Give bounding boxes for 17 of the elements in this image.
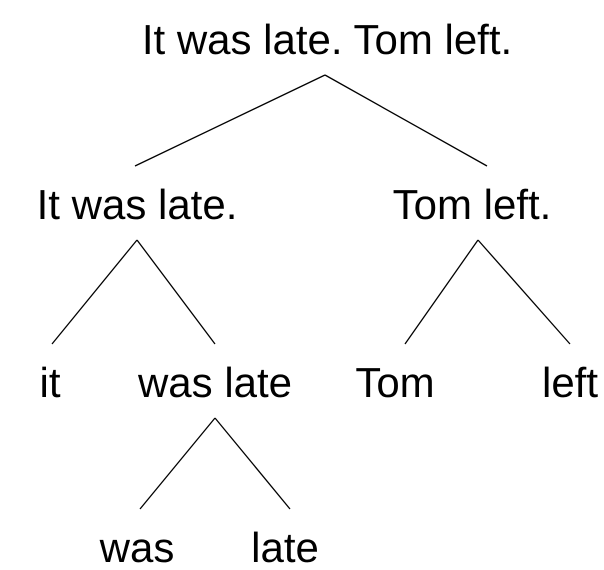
tree-label: It was late. Tom left. [142,16,512,63]
tree-label: Tom [355,359,435,406]
tree-label: was late [138,359,292,406]
tree-label: it [40,359,60,406]
tree-label: It was late. [36,181,238,228]
tree-label: left [542,359,598,406]
tree-branch-line [404,240,479,344]
tree-branch-line [136,240,216,344]
tree-branch-line [214,418,290,510]
tree-branch-line [324,74,488,167]
tree-branch-line [52,240,138,344]
tree-label: late [251,524,319,570]
tree-label: Tom left. [392,181,552,228]
tree-branch-line [140,418,216,510]
tree-branch-line [478,240,570,344]
tree-label: was [100,524,174,570]
tree-branch-line [134,74,326,167]
